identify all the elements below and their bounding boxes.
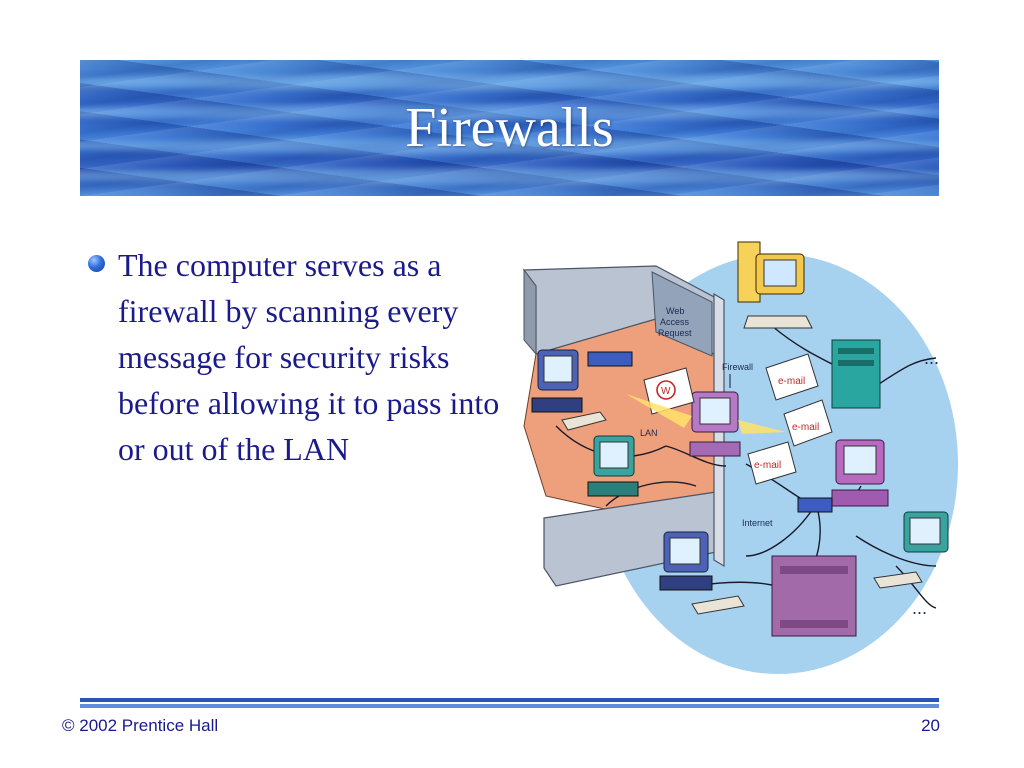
internet-computer-teal bbox=[873, 511, 949, 589]
label-lan: LAN bbox=[640, 428, 658, 438]
label-internet: Internet bbox=[742, 518, 773, 528]
email-label-3: e-mail bbox=[754, 460, 781, 471]
label-firewall: Firewall bbox=[722, 362, 753, 372]
scan-beam-left bbox=[626, 394, 692, 428]
internet-server-teal bbox=[831, 339, 881, 409]
email-envelope-1: e-mail bbox=[765, 353, 819, 401]
firewall-computer bbox=[689, 391, 741, 457]
scan-beam-right bbox=[738, 420, 786, 434]
page-number: 20 bbox=[921, 716, 940, 735]
ellipsis-top: ... bbox=[924, 348, 939, 368]
web-icon: W bbox=[661, 386, 671, 397]
lan-computer-bottom bbox=[659, 531, 745, 615]
label-access: Access bbox=[660, 317, 690, 327]
footer-copyright: © 2002 Prentice Hall bbox=[62, 716, 219, 735]
lan-computer-left bbox=[531, 349, 607, 431]
label-web: Web bbox=[666, 306, 684, 316]
ellipsis-bottom: ... bbox=[912, 598, 927, 618]
internet-computer-yellow bbox=[737, 241, 813, 329]
email-label-1: e-mail bbox=[778, 376, 805, 387]
internet-mainframe bbox=[771, 555, 857, 637]
lan-hub bbox=[587, 351, 633, 367]
firewall-network-illustration: Web Access Request ... ... Firewall bbox=[522, 241, 958, 674]
email-label-2: e-mail bbox=[792, 422, 819, 433]
internet-computer-magenta bbox=[831, 439, 889, 507]
bullet-icon bbox=[88, 255, 105, 272]
email-envelope-2: e-mail bbox=[783, 399, 833, 447]
title-banner: Firewalls bbox=[80, 60, 939, 196]
bullet-text: The computer serves as a firewall by sca… bbox=[118, 247, 500, 467]
email-envelope-3: e-mail bbox=[747, 441, 797, 485]
lan-computer-middle bbox=[587, 435, 639, 497]
label-request: Request bbox=[658, 328, 692, 338]
front-wall bbox=[543, 491, 717, 587]
slide-title: Firewalls bbox=[405, 97, 614, 159]
footer-rule bbox=[80, 698, 939, 708]
internet-router bbox=[797, 497, 833, 513]
